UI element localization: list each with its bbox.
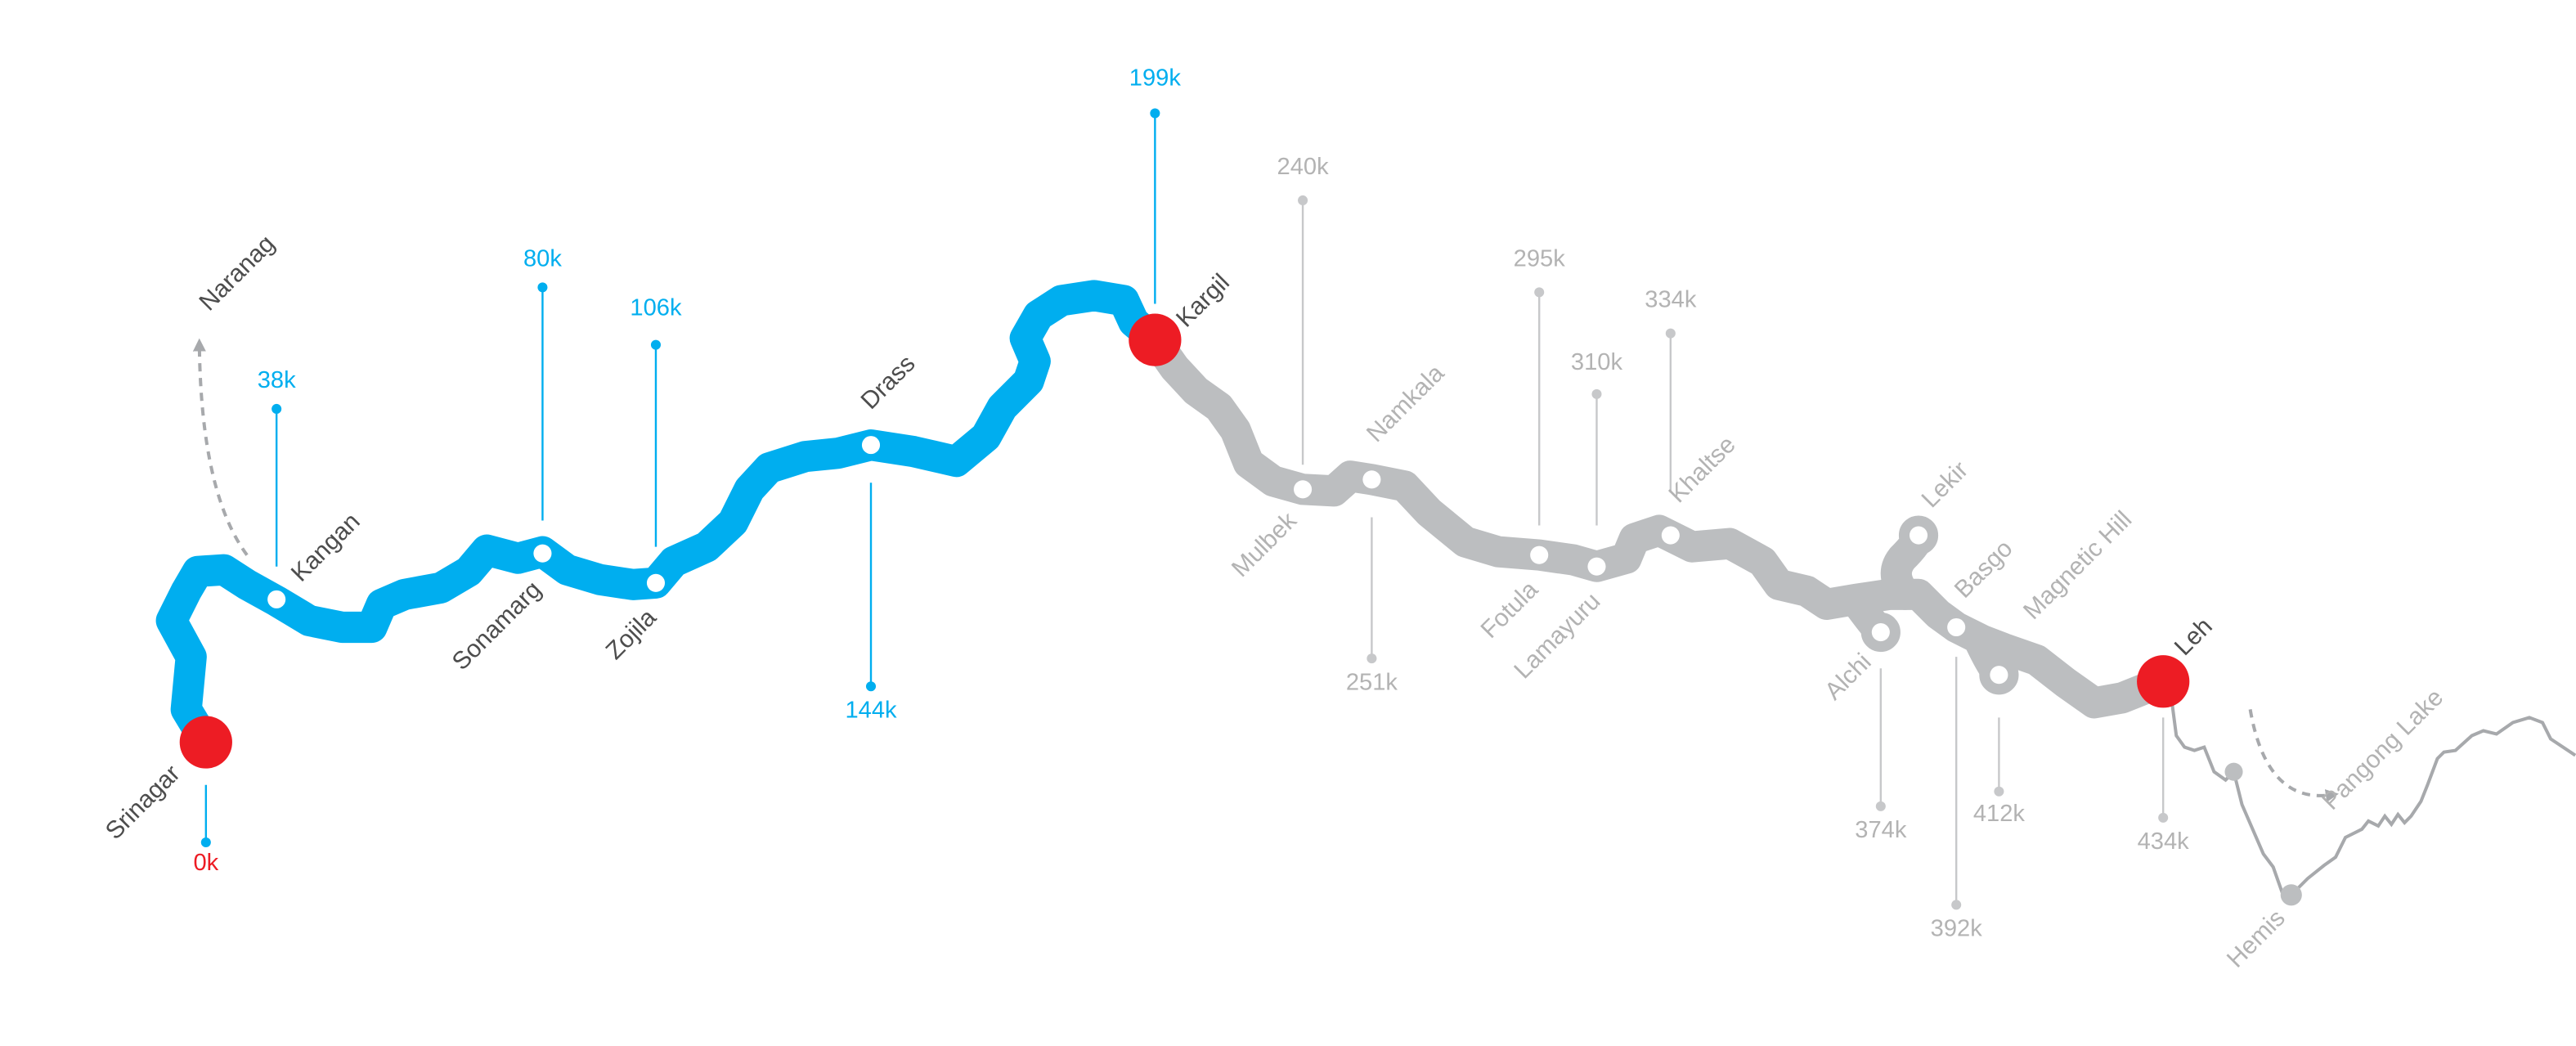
distance-label-kangan: 38k — [258, 367, 296, 393]
endpoint-marker-leh[interactable] — [2137, 655, 2190, 708]
stop-name-drass: Drass — [856, 350, 921, 415]
leader-dot — [1665, 328, 1676, 339]
endpoint-name-kargil: Kargil — [1171, 269, 1235, 333]
naranag-arrow-icon — [192, 338, 249, 556]
leader-dot — [1534, 287, 1545, 298]
leader-dot — [537, 282, 548, 293]
hemis-road — [2170, 698, 2576, 897]
distance-label-kargil: 199k — [1129, 65, 1182, 91]
distance-label-magnetic-hill: 412k — [1973, 801, 2026, 827]
leader-dot — [200, 837, 211, 848]
leader-dot — [1367, 653, 1377, 664]
leader-dot — [1591, 388, 1602, 399]
stop-name-kangan: Kangan — [286, 508, 366, 587]
leader-dot — [865, 681, 877, 692]
stop-dot-basgo[interactable] — [1947, 617, 1966, 637]
covered-route — [155, 280, 1171, 758]
stop-name-alchi: Alchi — [1820, 649, 1876, 705]
side-trip-hemis: Hemis — [2222, 905, 2291, 973]
distance-label-mulbek: 240k — [1277, 154, 1330, 180]
leader-dot — [2158, 812, 2169, 823]
stop-dot-drass[interactable] — [861, 436, 881, 455]
remaining-route — [1139, 324, 2179, 719]
leader-dot — [1951, 900, 1962, 910]
stop-dot-alchi[interactable] — [1871, 622, 1890, 642]
stop-name-lekir: Lekir — [1917, 456, 1973, 513]
distance-label-khaltse: 334k — [1645, 286, 1697, 312]
distance-label-fotula: 295k — [1514, 245, 1566, 272]
endpoint-marker-kargil[interactable] — [1129, 313, 1182, 366]
distance-label-drass: 144k — [845, 697, 897, 723]
stop-name-fotula: Fotula — [1476, 576, 1544, 644]
leader-dot — [1875, 801, 1886, 811]
stop-dot-zojila[interactable] — [646, 573, 666, 592]
hemis-dot[interactable] — [2280, 884, 2302, 906]
pangong-arrow-icon — [2248, 709, 2339, 802]
stop-dot-fotula[interactable] — [1530, 545, 1549, 564]
stop-dot-kangan[interactable] — [267, 590, 286, 608]
distance-label-srinagar: 0k — [193, 850, 218, 876]
distance-label-namkala: 251k — [1346, 669, 1398, 695]
distance-label-alchi: 374k — [1855, 817, 1907, 843]
stop-name-basgo: Basgo — [1950, 535, 2018, 604]
distance-label-lamayuru: 310k — [1571, 349, 1623, 375]
stop-name-zojila: Zojila — [601, 604, 662, 664]
distance-label-leh: 434k — [2138, 828, 2190, 855]
distance-label-sonamarg: 80k — [523, 245, 562, 272]
stop-dot-namkala[interactable] — [1362, 470, 1381, 489]
stop-name-khaltse: Khaltse — [1663, 431, 1740, 508]
distance-label-zojila: 106k — [630, 295, 682, 321]
endpoint-name-srinagar: Srinagar — [101, 760, 186, 845]
stop-dot-mulbek[interactable] — [1294, 480, 1313, 499]
stop-dot-magnetic-hill[interactable] — [1990, 666, 2008, 685]
leader-dot — [1994, 786, 2004, 797]
stop-name-namkala: Namkala — [1362, 360, 1450, 448]
leader-dot — [1150, 108, 1160, 119]
distance-label-basgo: 392k — [1931, 915, 1983, 941]
side-stop-dot — [2224, 762, 2243, 781]
stop-name-mulbek: Mulbek — [1227, 506, 1303, 582]
side-trip-pangong-lake: Pangong Lake — [2318, 684, 2449, 815]
endpoint-marker-srinagar[interactable] — [179, 716, 232, 769]
side-trip-naranag: Naranag — [194, 230, 280, 316]
leader-dot — [1298, 195, 1308, 205]
stop-dot-lamayuru[interactable] — [1587, 557, 1606, 576]
stop-dot-lekir[interactable] — [1909, 526, 1928, 545]
stop-name-magnetic-hill: Magnetic Hill — [2018, 506, 2137, 625]
leader-dot — [650, 339, 662, 350]
stop-dot-khaltse[interactable] — [1661, 526, 1680, 545]
endpoint-name-leh: Leh — [2170, 613, 2218, 661]
leader-dot — [272, 403, 282, 414]
stop-dot-sonamarg[interactable] — [533, 544, 552, 563]
